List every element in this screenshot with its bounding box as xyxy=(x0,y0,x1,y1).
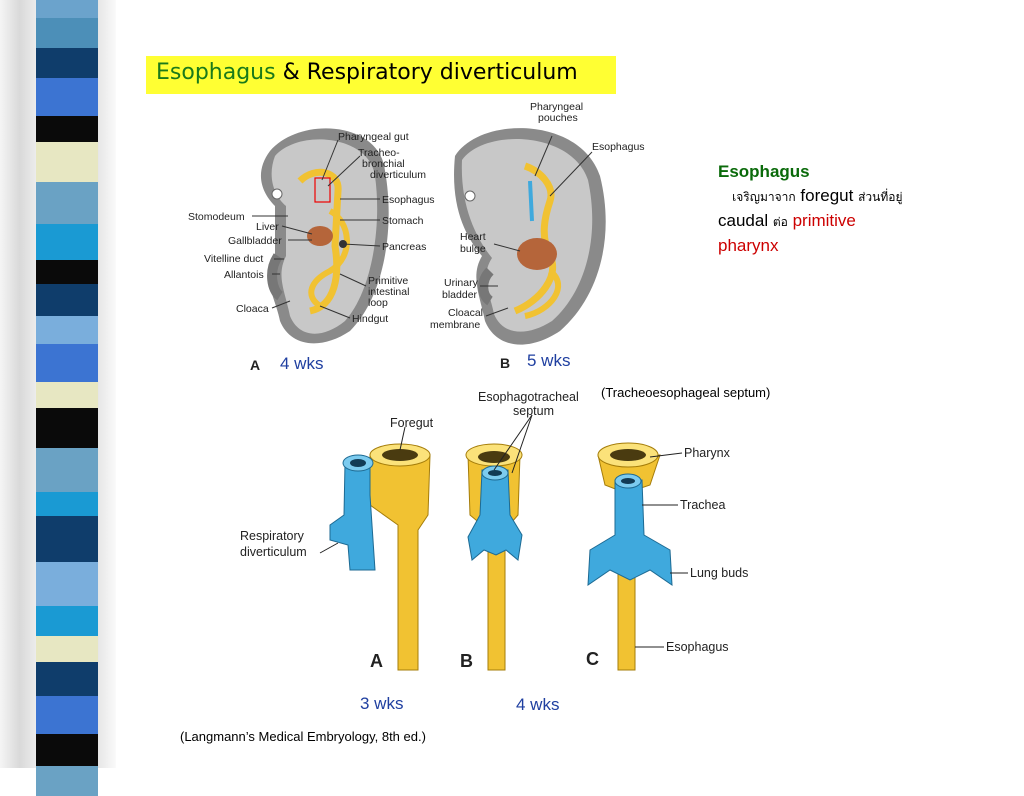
age-label-b: 5 wks xyxy=(527,351,571,370)
label-pouches: pouches xyxy=(538,112,578,124)
label-pharynx: Pharynx xyxy=(684,446,731,460)
label-diverticulum: diverticulum xyxy=(370,169,426,181)
label-gallbladder: Gallbladder xyxy=(228,235,282,247)
label-membrane: membrane xyxy=(430,319,480,331)
leader-lines xyxy=(252,135,593,319)
label-lung-buds: Lung buds xyxy=(690,566,748,580)
label-bronchial: bronchial xyxy=(362,158,405,170)
embryo-figure: Pharyngeal gut Tracheo- bronchial divert… xyxy=(188,101,645,373)
label-esophagus-a: Esophagus xyxy=(382,194,435,206)
label-stomodeum: Stomodeum xyxy=(188,211,245,223)
septum-note: (Tracheoesophageal septum) xyxy=(601,385,771,400)
label-intestinal: intestinal xyxy=(368,286,409,298)
foregut-c xyxy=(587,442,673,671)
embryo-b xyxy=(454,128,606,345)
foregut-b xyxy=(465,443,523,671)
side-line-2: caudal ต่อ primitive xyxy=(718,211,856,230)
label-esophagus-b: Esophagus xyxy=(592,141,645,153)
label-primitive: Primitive xyxy=(368,275,408,287)
label-vitelline-duct: Vitelline duct xyxy=(204,253,263,265)
citation: (Langmann’s Medical Embryology, 8th ed.) xyxy=(180,729,426,744)
right-gutter xyxy=(98,0,116,768)
label-loop: loop xyxy=(368,297,388,309)
label-respiratory-diverticulum: diverticulum xyxy=(240,545,307,559)
label-urinary: Urinary xyxy=(444,277,479,289)
label-hindgut: Hindgut xyxy=(352,313,388,325)
label-esophagus-c: Esophagus xyxy=(666,640,729,654)
panel-b-letter: B xyxy=(500,355,510,371)
label-tracheo: Tracheo- xyxy=(358,147,400,159)
panel-a-letter: A xyxy=(250,357,260,373)
label-trachea: Trachea xyxy=(680,498,725,512)
side-line-3: pharynx xyxy=(718,236,779,255)
foregut-leader-lines xyxy=(319,414,688,648)
title-highlight: Esophagus xyxy=(156,60,276,85)
label-foregut: Foregut xyxy=(390,416,434,430)
label-liver: Liver xyxy=(256,221,279,233)
label-stomach: Stomach xyxy=(382,215,424,227)
label-allantois: Allantois xyxy=(224,269,264,281)
label-pharyngeal-gut: Pharyngeal gut xyxy=(338,131,409,143)
foregut-a xyxy=(329,443,431,671)
label-bladder: bladder xyxy=(442,289,478,301)
label-cloaca: Cloaca xyxy=(236,303,269,315)
side-line-1: เจริญมาจาก foregut ส่วนที่อยู่ xyxy=(732,186,903,205)
age-label-a: 4 wks xyxy=(280,354,324,373)
decorative-strip xyxy=(36,0,98,796)
panel-letter-b: B xyxy=(460,651,473,671)
side-note: Esophagus เจริญมาจาก foregut ส่วนที่อยู่… xyxy=(718,160,958,258)
foregut-figure: Foregut Esophagotracheal septum Pharynx … xyxy=(240,390,748,671)
label-heart: Heart xyxy=(460,231,486,243)
label-pharyngeal: Pharyngeal xyxy=(530,101,583,113)
age-label-4wks: 4 wks xyxy=(516,695,560,714)
label-pancreas: Pancreas xyxy=(382,241,426,253)
side-heading: Esophagus xyxy=(718,162,810,181)
label-bulge: bulge xyxy=(460,243,486,255)
label-cloacal: Cloacal xyxy=(448,307,483,319)
embryo-a xyxy=(260,128,389,344)
label-esophagotracheal: Esophagotracheal xyxy=(478,390,579,404)
page-title: Esophagus & Respiratory diverticulum xyxy=(146,56,616,94)
title-rest: & Respiratory diverticulum xyxy=(275,60,578,85)
label-septum: septum xyxy=(513,404,554,418)
left-gutter xyxy=(0,0,36,768)
panel-letter-c: C xyxy=(586,649,599,669)
panel-letter-a: A xyxy=(370,651,383,671)
age-label-3wks: 3 wks xyxy=(360,694,404,713)
label-respiratory: Respiratory xyxy=(240,529,305,543)
